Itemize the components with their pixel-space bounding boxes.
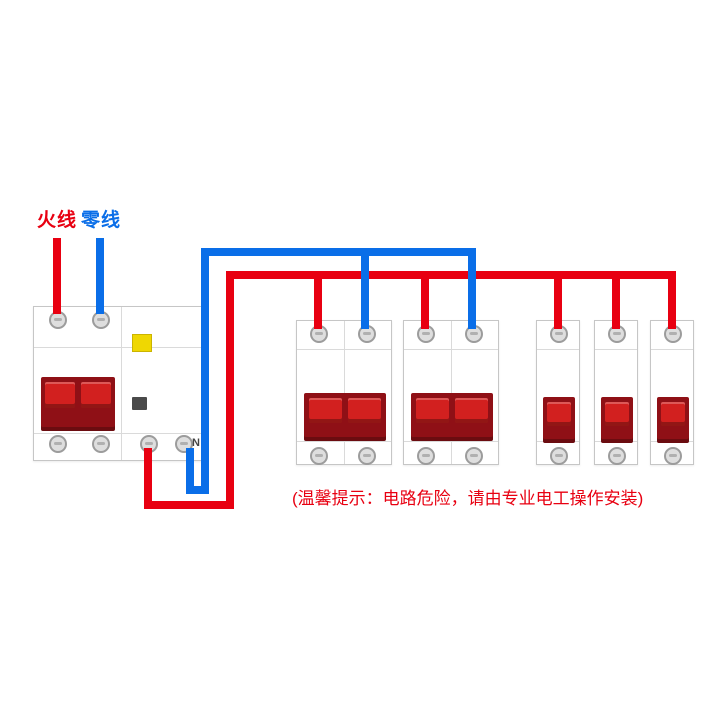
breaker-switch (304, 393, 386, 441)
live-input-wire (53, 238, 61, 314)
neutral-wire-label: 零线 (81, 210, 122, 231)
live-drop-2p-breaker-2 (421, 271, 429, 329)
rcd-test-indicator (132, 334, 152, 352)
breaker-bottom-terminal-2 (358, 447, 376, 465)
rcd-status-window (132, 397, 147, 410)
main-breaker-rocker-1 (45, 382, 75, 408)
breaker-rocker-1 (416, 398, 449, 423)
neutral-output-wire-bottom (186, 486, 209, 494)
breaker-rocker (661, 402, 685, 426)
breaker-top-divider (651, 349, 693, 350)
live-wire-label: 火线 (37, 210, 78, 231)
breaker-switch (601, 397, 633, 443)
neutral-input-wire (96, 238, 104, 314)
neutral-terminal-label: N (192, 437, 200, 449)
neutral-bus-wire (201, 248, 476, 256)
live-drop-1p-breaker-3 (668, 271, 676, 329)
live-riser-wire (226, 271, 234, 509)
breaker-rocker-2 (455, 398, 488, 423)
breaker-bottom-terminal (608, 447, 626, 465)
breaker-top-divider (537, 349, 579, 350)
warning-note: (温馨提示：电路危险，请由专业电工操作安装) (292, 489, 644, 508)
breaker-pole-seam (451, 321, 452, 464)
live-output-wire-bottom (144, 501, 234, 509)
breaker-top-terminal (550, 325, 568, 343)
breaker-bottom-terminal-1 (310, 447, 328, 465)
branch-breaker-2p-2 (403, 320, 499, 465)
neutral-drop-2p-breaker-2 (468, 248, 476, 329)
main-breaker-bottom-divider (34, 433, 204, 434)
breaker-rocker (605, 402, 629, 426)
breaker-rocker-2 (348, 398, 381, 423)
live-bus-wire (226, 271, 676, 279)
main-breaker-module-seam (121, 307, 122, 460)
main-breaker-rocker-2 (81, 382, 111, 408)
breaker-pole-seam (344, 321, 345, 464)
neutral-output-wire-down (186, 448, 194, 494)
main-breaker-bottom-terminal-1 (49, 435, 67, 453)
live-drop-2p-breaker-1 (314, 271, 322, 329)
breaker-switch (411, 393, 493, 441)
branch-breaker-2p-1 (296, 320, 392, 465)
live-drop-1p-breaker-2 (612, 271, 620, 329)
breaker-bottom-terminal-1 (417, 447, 435, 465)
main-breaker-bottom-terminal-2 (92, 435, 110, 453)
breaker-switch (543, 397, 575, 443)
breaker-rocker-1 (309, 398, 342, 423)
breaker-switch (657, 397, 689, 443)
main-breaker-switch (41, 377, 115, 431)
breaker-top-divider (595, 349, 637, 350)
breaker-rocker (547, 402, 571, 426)
main-breaker: N (33, 306, 205, 461)
live-output-wire-down (144, 448, 152, 509)
neutral-riser-wire (201, 248, 209, 494)
live-drop-1p-breaker-1 (554, 271, 562, 329)
branch-breaker-1p-3 (650, 320, 694, 465)
breaker-bottom-terminal (664, 447, 682, 465)
breaker-bottom-terminal-2 (465, 447, 483, 465)
branch-breaker-1p-2 (594, 320, 638, 465)
branch-breaker-1p-1 (536, 320, 580, 465)
main-breaker-top-divider (34, 347, 204, 348)
neutral-drop-2p-breaker-1 (361, 248, 369, 329)
breaker-bottom-terminal (550, 447, 568, 465)
